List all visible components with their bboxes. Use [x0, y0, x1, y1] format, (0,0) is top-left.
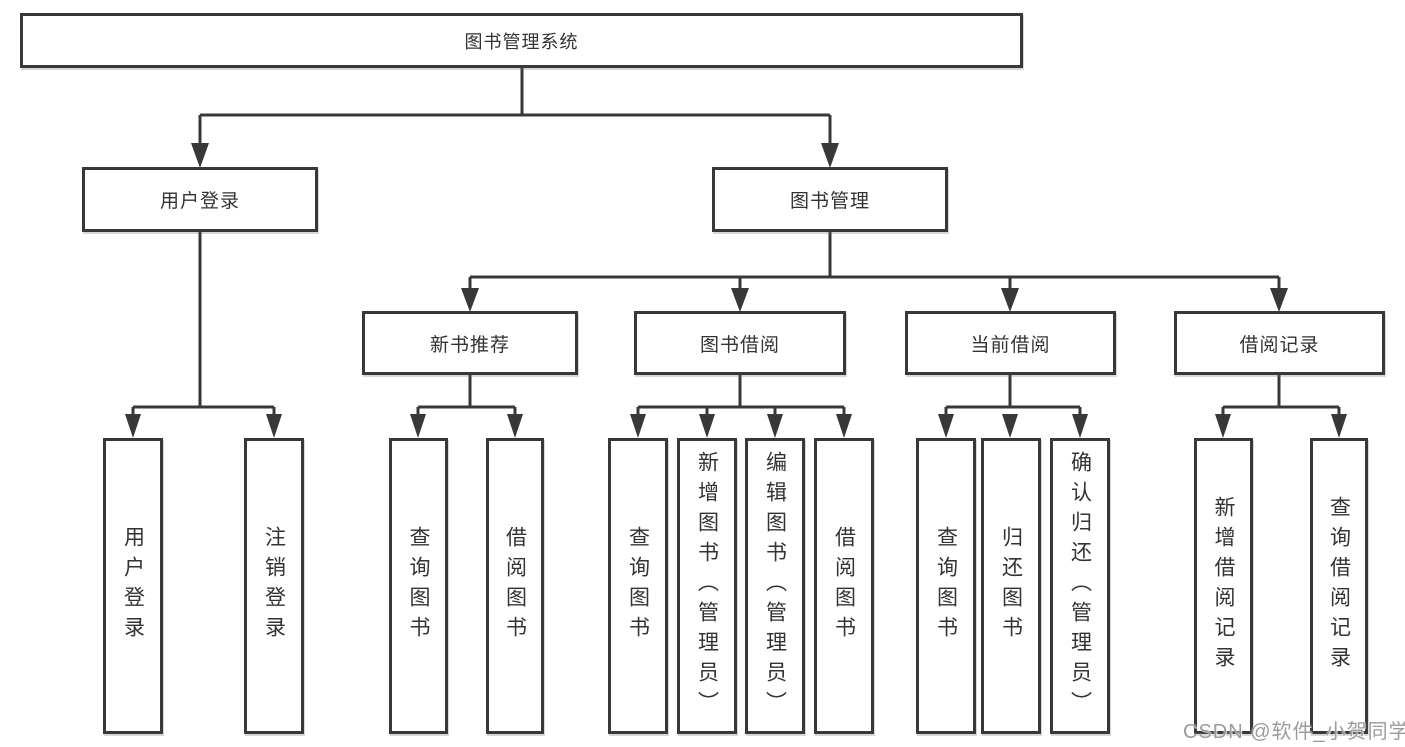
node-leaf-current-confirm-admin: 确认归还（管理员）	[1050, 438, 1110, 734]
node-current-borrowing: 当前借阅	[905, 311, 1116, 375]
node-label: 借阅图书	[503, 526, 527, 646]
node-label: 查询图书	[934, 526, 958, 646]
node-label: 新增图书（管理员）	[695, 451, 719, 721]
node-label: 用户登录	[121, 526, 145, 646]
node-leaf-current-query: 查询图书	[916, 438, 976, 734]
node-leaf-current-return: 归还图书	[981, 438, 1041, 734]
node-label: 图书借阅	[699, 334, 780, 356]
node-label: 注销登录	[262, 526, 286, 646]
node-leaf-borrow-borrow: 借阅图书	[814, 438, 874, 734]
node-label: 新书推荐	[429, 334, 510, 356]
node-leaf-borrow-add-admin: 新增图书（管理员）	[677, 438, 737, 734]
node-label: 确认归还（管理员）	[1068, 451, 1092, 721]
node-new-book-recommend: 新书推荐	[362, 311, 578, 375]
node-label: 编辑图书（管理员）	[763, 451, 787, 721]
node-library-system: 图书管理系统	[20, 13, 1023, 68]
node-label: 查询图书	[407, 526, 430, 646]
node-label: 当前借阅	[970, 334, 1051, 356]
node-label: 借阅图书	[832, 526, 856, 646]
node-label: 查询借阅记录	[1327, 496, 1351, 676]
node-label: 图书管理	[789, 191, 870, 212]
node-label: 借阅记录	[1239, 334, 1320, 356]
node-leaf-newbook-query: 查询图书	[389, 438, 448, 734]
node-book-borrowing: 图书借阅	[634, 311, 846, 375]
node-leaf-borrow-query: 查询图书	[608, 438, 668, 734]
node-label: 查询图书	[626, 526, 650, 646]
node-user-login: 用户登录	[82, 167, 318, 232]
node-leaf-record-add: 新增借阅记录	[1194, 438, 1253, 734]
node-book-management: 图书管理	[712, 167, 948, 232]
node-label: 用户登录	[159, 191, 240, 212]
node-leaf-record-query: 查询借阅记录	[1310, 438, 1368, 734]
node-label: 新增借阅记录	[1212, 496, 1235, 676]
node-leaf-user-login: 用户登录	[103, 438, 163, 734]
csdn-watermark: CSDN @软件_小贺同学	[1183, 721, 1405, 743]
node-leaf-newbook-borrow: 借阅图书	[486, 438, 544, 734]
node-label: 归还图书	[999, 526, 1023, 646]
node-label: 图书管理系统	[464, 31, 579, 52]
node-borrowing-records: 借阅记录	[1174, 311, 1385, 375]
node-leaf-logout: 注销登录	[244, 438, 304, 734]
node-leaf-borrow-edit-admin: 编辑图书（管理员）	[745, 438, 805, 734]
